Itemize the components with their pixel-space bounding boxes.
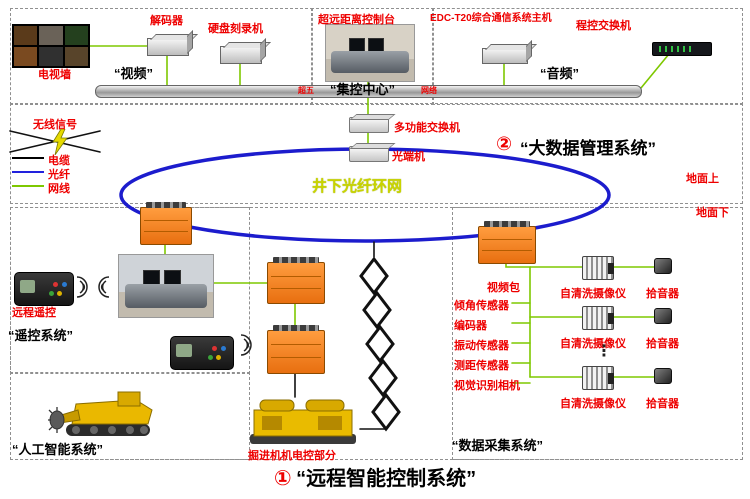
junction-box-3 — [267, 325, 325, 374]
multi-switch-device — [349, 117, 389, 133]
roadheader-machine — [48, 391, 153, 436]
below-ground-label: 地面下 — [696, 207, 729, 219]
audio-pickup-device — [654, 258, 672, 274]
pbx-switch-label: 程控交换机 — [576, 20, 631, 32]
control-console-photo — [325, 24, 415, 82]
wifi-signal-icon — [76, 276, 88, 298]
remote-control-label: 远程遥控 — [12, 307, 56, 319]
bus-bar — [95, 85, 642, 98]
pbx-switch-device — [652, 42, 712, 56]
sensor-label: 视觉识别相机 — [454, 380, 520, 392]
edc-host-device — [482, 48, 528, 64]
tv-wall-screen — [64, 47, 88, 66]
control-center-label: “集控中心” — [330, 82, 396, 97]
recorder-label: 硬盘刻录机 — [208, 23, 263, 35]
decoder-device — [147, 38, 189, 56]
station-desk — [124, 283, 208, 309]
bus-tag-left: 超五 — [298, 86, 314, 95]
roadheader-control-label: 掘进机机电控部分 — [248, 450, 336, 462]
network-cables — [89, 45, 670, 384]
remote-controller-2 — [170, 336, 234, 370]
bus-tag-right: 网络 — [421, 86, 437, 95]
wifi-signal-icon — [98, 276, 110, 298]
wireless-signal-label: 无线信号 — [33, 119, 77, 131]
sensor-label: 编码器 — [454, 320, 487, 332]
legend-cable-label: 电缆 — [48, 155, 70, 167]
optical-terminal-device — [349, 146, 389, 162]
bigdata-number: ② — [496, 134, 513, 155]
surface-section-box — [10, 103, 743, 204]
self-cleaning-camera — [582, 366, 614, 390]
ai-system-label: “人工智能系统” — [12, 442, 104, 457]
tv-wall-screen — [64, 26, 88, 45]
video-section-box — [10, 8, 313, 105]
wifi-signal-icon — [240, 334, 252, 356]
operator-station-photo — [118, 254, 214, 318]
audio-pickup-device — [654, 308, 672, 324]
disk-recorder-device — [220, 46, 262, 64]
cable-chain — [359, 258, 401, 432]
video-section-label: “视频” — [114, 66, 154, 81]
self-cleaning-camera — [582, 256, 614, 280]
tv-wall-screen — [14, 26, 38, 45]
sensor-label: 倾角传感器 — [454, 300, 509, 312]
ai-system-box — [10, 372, 250, 460]
self-cleaning-camera — [582, 306, 614, 330]
legend-fiber-label: 光纤 — [48, 169, 70, 181]
title-number: ① — [273, 467, 292, 490]
audio-section-label: “音频” — [540, 66, 580, 81]
junction-box-4 — [478, 221, 536, 264]
sensor-label: 振动传感器 — [454, 340, 509, 352]
multi-switch-label: 多功能交换机 — [394, 122, 460, 134]
junction-box-2 — [267, 257, 325, 304]
tv-wall-screen — [39, 26, 63, 45]
camera-label: 自清洗摄像仪 — [560, 288, 626, 300]
tv-wall-label: 电视墙 — [38, 69, 71, 81]
optical-terminal-label: 光端机 — [392, 151, 425, 163]
remote-controller-1 — [14, 272, 74, 306]
bigdata-system-label: “大数据管理系统” — [520, 139, 656, 158]
tv-wall-screen — [14, 47, 38, 66]
pickup-label: 拾音器 — [646, 338, 679, 350]
lightning-icon — [52, 129, 68, 155]
ellipsis-dots: ⋮ — [596, 343, 612, 360]
console-desk — [331, 50, 409, 74]
audio-pickup-device — [654, 368, 672, 384]
pickup-label: 拾音器 — [646, 288, 679, 300]
daq-system-label: “数据采集系统” — [452, 438, 544, 453]
fiber-ring-label: 井下光纤环网 — [312, 178, 403, 195]
diagram-title: ① “远程智能控制系统” — [0, 462, 750, 491]
edc-host-label: EDC-T20综合通信系统主机 — [430, 13, 552, 24]
control-center-box — [311, 8, 434, 105]
roadheader-control-unit — [250, 399, 356, 444]
junction-box-1 — [140, 202, 192, 245]
decoder-label: 解码器 — [150, 15, 183, 27]
pickup-label: 拾音器 — [646, 398, 679, 410]
audio-section-box — [432, 8, 743, 105]
sensor-label: 测距传感器 — [454, 360, 509, 372]
camera-label: 自清洗摄像仪 — [560, 338, 626, 350]
above-ground-label: 地面上 — [686, 173, 719, 185]
title-text: “远程智能控制系统” — [296, 468, 477, 490]
video-pack-label: 视频包 — [487, 282, 520, 294]
camera-label: 自清洗摄像仪 — [560, 398, 626, 410]
remote-system-label: “遥控系统” — [8, 328, 74, 343]
console-label: 超远距离控制台 — [318, 14, 395, 26]
legend-network-label: 网线 — [48, 183, 70, 195]
tv-wall — [12, 24, 90, 68]
tv-wall-screen — [39, 47, 63, 66]
